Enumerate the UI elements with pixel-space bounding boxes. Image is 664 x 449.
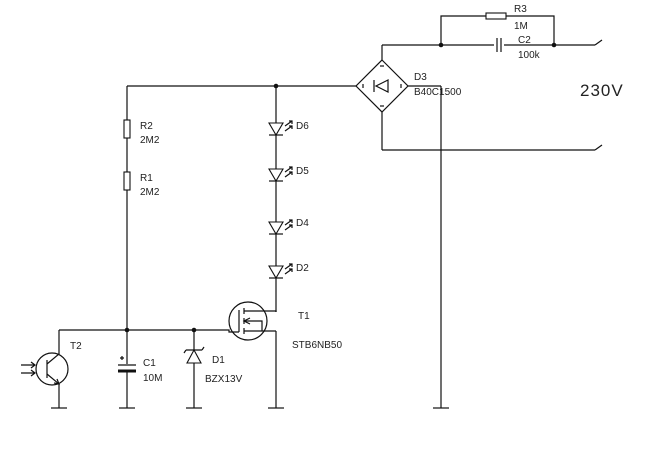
d3-ref: D3 <box>414 72 427 83</box>
d6-ref: D6 <box>296 121 309 132</box>
mosfet-t1 <box>228 301 284 409</box>
c2-ref: C2 <box>518 35 531 46</box>
led-d6 <box>268 120 293 137</box>
d1-value: BZX13V <box>205 374 243 385</box>
resistor-divider <box>123 86 131 330</box>
r2-value: 2M2 <box>140 135 160 146</box>
d1-ref: D1 <box>212 355 225 366</box>
t1-value: STB6NB50 <box>292 340 342 351</box>
zener-d1 <box>183 330 205 409</box>
d5-ref: D5 <box>296 166 309 177</box>
bridge-rectifier-d3 <box>355 45 449 409</box>
led-d2 <box>268 263 293 280</box>
c1-ref: C1 <box>143 358 156 369</box>
r3-ref: R3 <box>514 4 527 15</box>
mains-terminal-bottom <box>382 144 603 151</box>
c1-value: 10M <box>143 373 162 384</box>
resistor-r1 <box>123 171 131 191</box>
c2-value: 100k <box>518 50 541 61</box>
r1-value: 2M2 <box>140 187 160 198</box>
phototransistor-t2 <box>21 350 69 409</box>
resistor-r2 <box>123 119 131 139</box>
t1-ref: T1 <box>298 311 310 322</box>
top-rail <box>127 83 356 89</box>
led-d4 <box>268 219 293 236</box>
d4-ref: D4 <box>296 218 309 229</box>
r1-ref: R1 <box>140 173 153 184</box>
resistor-r3 <box>485 12 507 20</box>
r3-value: 1M <box>514 21 528 32</box>
mains-input-network <box>382 15 595 48</box>
mains-terminal-top <box>594 39 603 46</box>
led-d5 <box>268 166 293 183</box>
capacitor-c1 <box>118 330 136 409</box>
r2-ref: R2 <box>140 121 153 132</box>
mains-voltage-label: 230V <box>580 81 624 100</box>
gate-node-rail <box>58 327 239 350</box>
d2-ref: D2 <box>296 263 309 274</box>
d3-value: B40C1500 <box>414 87 462 98</box>
t2-ref: T2 <box>70 341 82 352</box>
capacitor-c2 <box>494 38 504 52</box>
